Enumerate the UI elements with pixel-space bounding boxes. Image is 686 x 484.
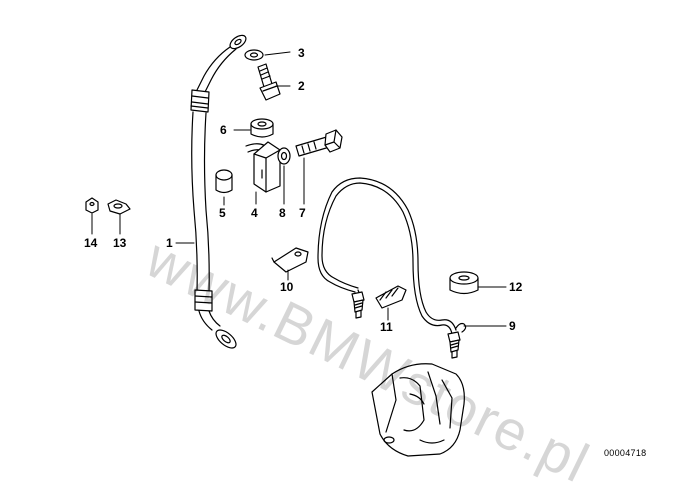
callout-9: 9 [509,319,516,333]
document-id: 00004718 [604,448,647,458]
callout-6: 6 [220,123,227,137]
rubber-grommet-large [449,271,479,295]
callout-3: 3 [298,46,305,60]
callout-1: 1 [166,236,173,250]
clip-nut [107,199,131,215]
hex-bolt [295,129,343,157]
callout-12: 12 [509,280,523,294]
callout-2: 2 [298,79,305,93]
leader-lines [91,51,507,327]
callout-8: 8 [279,206,286,220]
brake-pipe [317,177,467,359]
banjo-bolt [257,63,281,101]
washer [277,147,291,165]
callout-11: 11 [380,320,393,334]
rubber-grommet-small [250,118,274,138]
brake-hose [190,34,247,349]
callout-10: 10 [280,280,294,294]
pipe-clip-10 [271,247,309,273]
callout-5: 5 [219,206,226,220]
sealing-washer [244,49,264,61]
pipe-clip-11 [375,285,407,309]
callout-14: 14 [84,236,98,250]
callout-4: 4 [251,206,258,220]
callout-7: 7 [299,206,306,220]
brake-caliper [371,363,465,457]
callout-13: 13 [113,236,127,250]
spacer-sleeve [215,169,233,194]
nut-small [85,197,99,214]
hose-bracket [245,141,281,193]
